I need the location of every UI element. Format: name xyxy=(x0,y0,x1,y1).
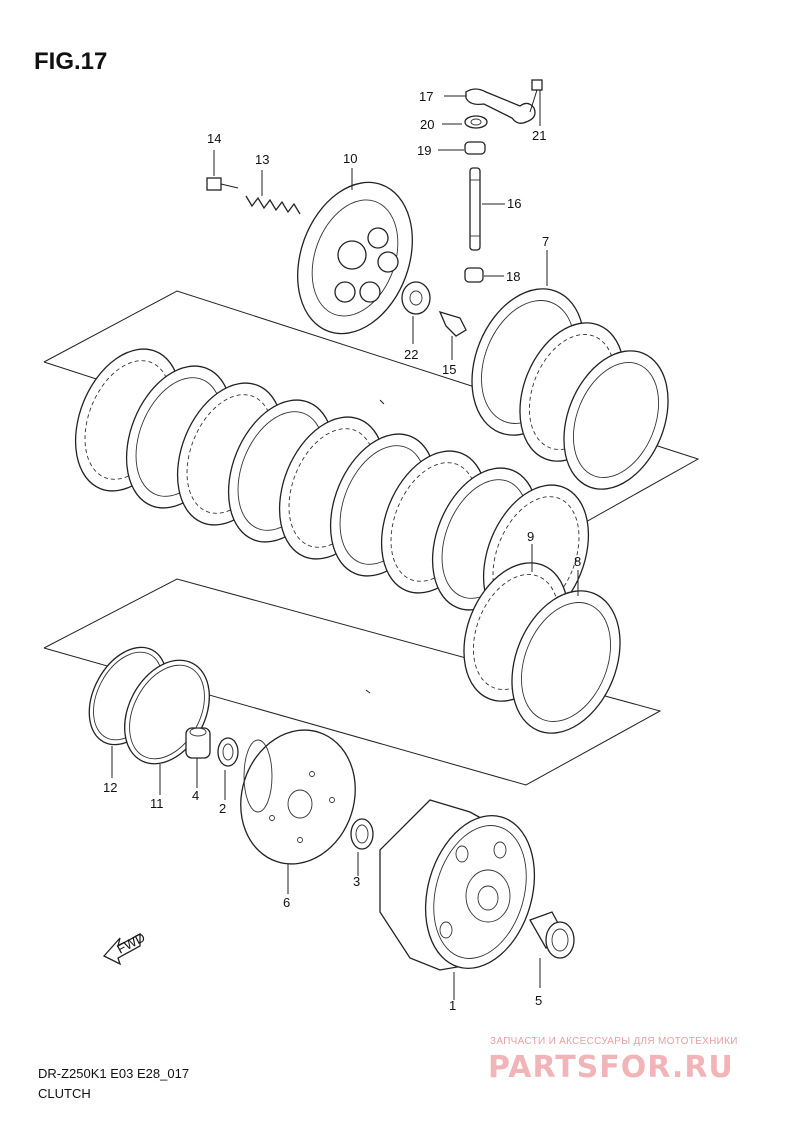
diagram-code: DR-Z250K1 E03 E28_017 xyxy=(38,1066,190,1081)
part-label-1: 1 xyxy=(449,998,456,1013)
bearing-22-part xyxy=(401,281,431,344)
clutch-sleeve-hub-6-part xyxy=(240,729,356,894)
part-label-21: 21 xyxy=(532,128,546,143)
part-label-2: 2 xyxy=(219,801,226,816)
part-label-10: 10 xyxy=(343,151,357,166)
part-label-6: 6 xyxy=(283,895,290,910)
bolt-21-part xyxy=(529,79,543,126)
watermark-logo: PARTSFOR.RU xyxy=(488,1050,734,1085)
spring-13-part xyxy=(245,170,301,215)
lower-plate-stack xyxy=(463,562,621,734)
oil-seal-20-part xyxy=(442,115,488,129)
forward-direction-arrow: FWD xyxy=(102,930,148,966)
clutch-housing-1-part xyxy=(379,799,536,1000)
bearing-18-part xyxy=(464,267,504,283)
upper-plate-stack xyxy=(74,288,669,628)
washer-3-part xyxy=(350,818,374,876)
part-number-labels: 1 2 3 4 5 6 7 8 9 10 11 12 13 14 15 16 1… xyxy=(103,89,581,1013)
pressure-plate-10-part xyxy=(297,168,413,335)
bushing-5-part xyxy=(529,911,575,988)
part-label-13: 13 xyxy=(255,152,269,167)
spacer-4-part xyxy=(185,727,211,788)
part-label-20: 20 xyxy=(420,117,434,132)
fwd-label: FWD xyxy=(114,930,147,957)
part-label-22: 22 xyxy=(404,347,418,362)
part-label-16: 16 xyxy=(507,196,521,211)
part-label-11: 11 xyxy=(150,796,164,811)
diagram-section-name: CLUTCH xyxy=(38,1086,91,1101)
part-label-3: 3 xyxy=(353,874,360,889)
release-arm-part xyxy=(444,88,536,124)
part-label-5: 5 xyxy=(535,993,542,1008)
part-label-18: 18 xyxy=(506,269,520,284)
washer-2-part xyxy=(217,737,239,800)
bolt-14-part xyxy=(206,150,239,191)
figure-title: FIG.17 xyxy=(34,48,108,75)
part-label-7: 7 xyxy=(542,234,549,249)
release-shaft-16-part xyxy=(469,167,505,251)
part-label-19: 19 xyxy=(417,143,431,158)
watermark-tagline: ЗАПЧАСТИ И АКСЕССУАРЫ ДЛЯ МОТОТЕХНИКИ xyxy=(490,1036,738,1047)
lower-plate-stack-outline xyxy=(43,578,662,786)
bearing-19-part xyxy=(438,141,486,155)
part-label-15: 15 xyxy=(442,362,456,377)
part-label-17: 17 xyxy=(419,89,433,104)
friction-plate xyxy=(563,350,669,490)
part-label-9: 9 xyxy=(527,529,534,544)
judder-spring-plate-8 xyxy=(511,590,621,734)
part-label-4: 4 xyxy=(192,788,199,803)
part-label-12: 12 xyxy=(103,780,117,795)
part-label-14: 14 xyxy=(207,131,221,146)
part-label-8: 8 xyxy=(574,554,581,569)
pushrod-15-part xyxy=(438,310,467,360)
